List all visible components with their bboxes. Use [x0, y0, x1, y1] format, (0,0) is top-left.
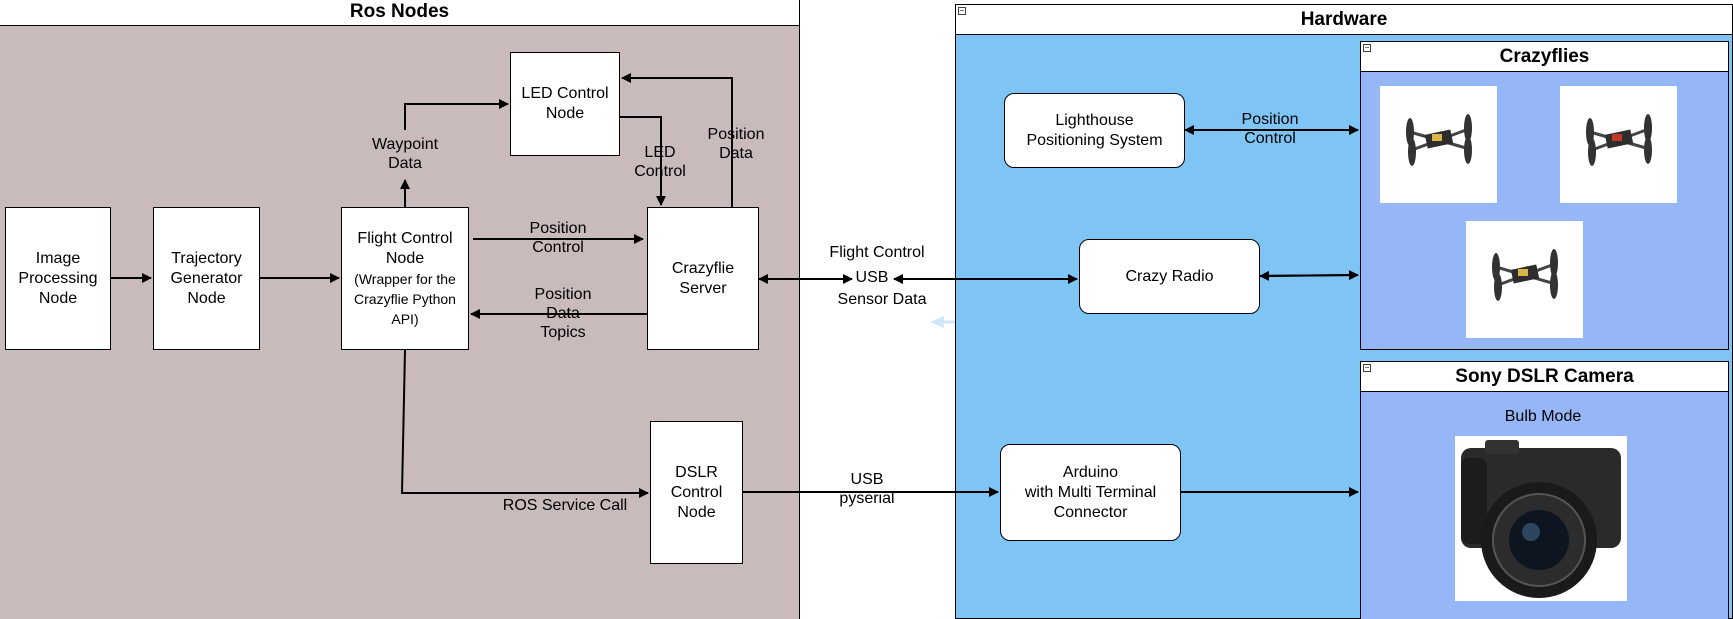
- bulb-mode-label: Bulb Mode: [1504, 408, 1582, 425]
- sony-camera-title: Sony DSLR Camera: [1360, 361, 1729, 392]
- image-processing-node[interactable]: Image Processing Node: [5, 207, 111, 350]
- position-data-label: Position Data: [707, 126, 765, 162]
- flight-control-node-subtitle: (Wrapper for the Crazyflie Python API): [354, 270, 456, 327]
- crazy-radio-node[interactable]: Crazy Radio: [1079, 239, 1260, 314]
- lighthouse-node[interactable]: Lighthouse Positioning System: [1004, 93, 1185, 168]
- drone-image: [1380, 86, 1497, 203]
- position-control-ros-label: Position Control: [529, 220, 587, 256]
- position-data-topics-label: Position Data Topics: [534, 286, 592, 341]
- hardware-title: Hardware: [955, 4, 1733, 35]
- usb-label: USB: [855, 268, 889, 287]
- flight-control-node[interactable]: Flight Control Node (Wrapper for the Cra…: [341, 207, 469, 350]
- dslr-control-node[interactable]: DSLR Control Node: [650, 421, 743, 564]
- collapse-icon[interactable]: −: [1363, 43, 1371, 52]
- crazyflies-title: Crazyflies: [1360, 41, 1729, 72]
- flight-control-node-title: Flight Control Node: [357, 229, 453, 267]
- trajectory-generator-node[interactable]: Trajectory Generator Node: [153, 207, 260, 350]
- ros-nodes-title: Ros Nodes: [0, 0, 800, 26]
- sensor-data-label: Sensor Data: [837, 291, 927, 308]
- drone-image: [1466, 221, 1583, 338]
- usb-pyserial-label: USB pyserial: [839, 470, 895, 508]
- led-control-node[interactable]: LED Control Node: [510, 52, 620, 156]
- flight-control-label: Flight Control: [829, 244, 925, 261]
- collapse-icon[interactable]: −: [1363, 363, 1371, 372]
- collapse-icon[interactable]: −: [958, 6, 966, 15]
- ros-service-call-label: ROS Service Call: [502, 497, 628, 514]
- drone-image: [1560, 86, 1677, 203]
- arduino-node[interactable]: Arduino with Multi Terminal Connector: [1000, 444, 1181, 541]
- waypoint-data-label: Waypoint Data: [371, 136, 439, 172]
- crazyflie-server-node[interactable]: Crazyflie Server: [647, 207, 759, 350]
- camera-image: [1455, 436, 1627, 601]
